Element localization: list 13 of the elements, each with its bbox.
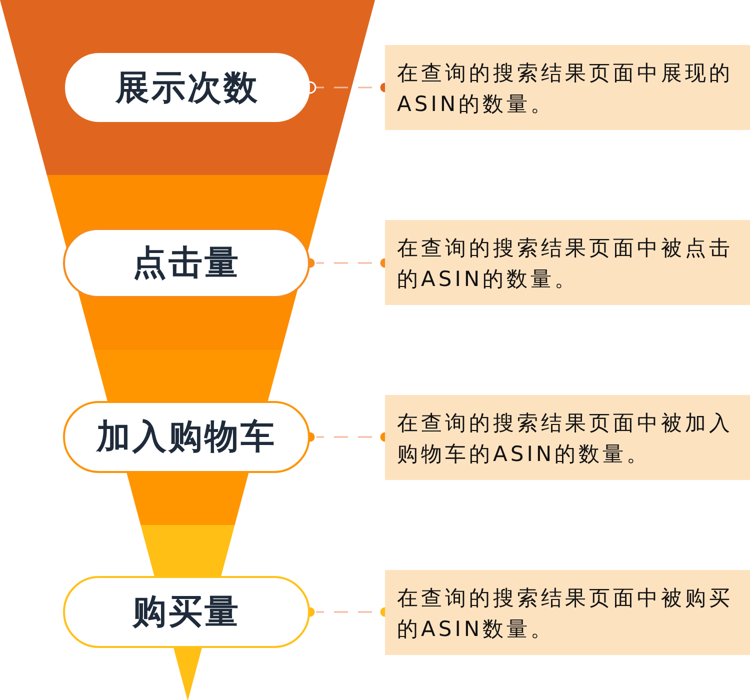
description-text: 在查询的搜索结果页面中被点击的ASIN的数量。 [397,235,734,292]
description-box [385,395,750,480]
description-text: 在查询的搜索结果页面中展现的ASIN的数量。 [397,60,734,118]
description-text: 在查询的搜索结果页面中被加入购物车的ASIN的数量。 [397,410,734,468]
stage-label: 加入购物车 [96,416,276,459]
description-box [385,220,750,305]
stage-label: 购买量 [132,591,240,634]
stage-label: 点击量 [132,242,240,285]
stage-pill [63,228,310,298]
description-text: 在查询的搜索结果页面中被购买的ASIN数量。 [397,585,734,642]
stage-label: 展示次数 [116,66,260,110]
description-box [385,570,750,655]
description-box [385,45,750,130]
